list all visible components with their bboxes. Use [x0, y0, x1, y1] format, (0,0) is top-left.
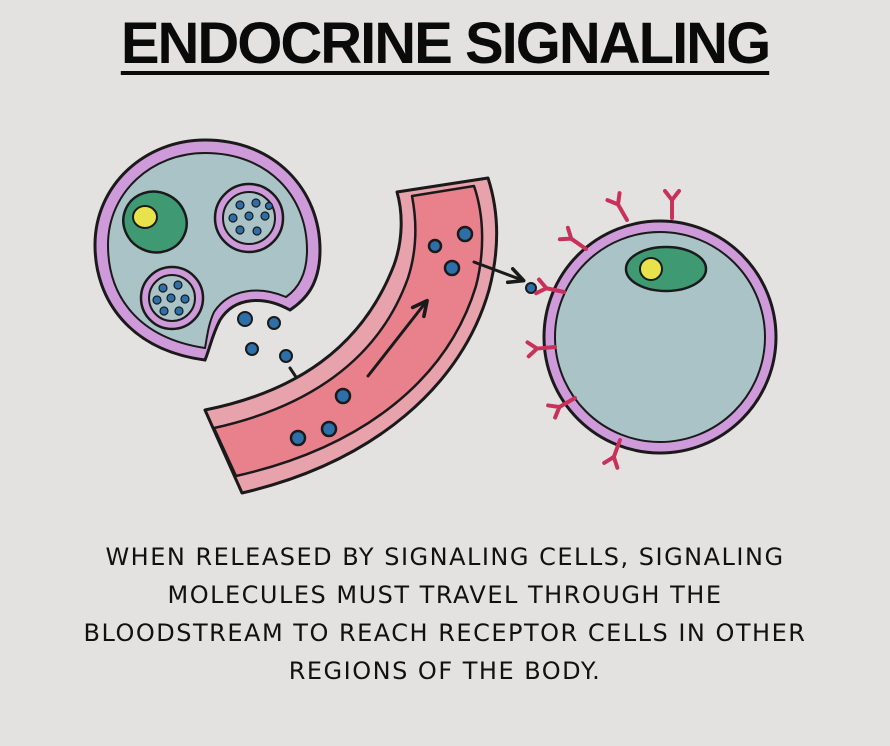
arrow	[366, 298, 429, 378]
nucleolus	[639, 257, 663, 281]
signaling-cell-nucleus	[122, 190, 188, 254]
signaling-cell	[93, 138, 322, 362]
blood-vessel	[203, 176, 499, 495]
receptor-cell-nucleus	[624, 245, 708, 293]
secretory-vesicle	[139, 265, 205, 331]
receptor-cell-body	[554, 231, 766, 443]
nucleolus	[132, 205, 158, 229]
page-title: ENDOCRINE SIGNALING	[0, 8, 890, 80]
released-molecules	[237, 311, 293, 363]
signaling-molecule	[525, 282, 537, 294]
bloodstream-molecules	[289, 225, 474, 447]
receptors	[525, 189, 681, 470]
secretory-vesicle	[213, 182, 285, 254]
arrow	[472, 260, 526, 285]
caption: WHEN RELEASED BY SIGNALING CELLS, SIGNAL…	[83, 543, 807, 685]
title-text: ENDOCRINE SIGNALING	[120, 11, 771, 76]
vessel-lumen	[212, 184, 484, 478]
receptor-cell	[525, 189, 778, 470]
